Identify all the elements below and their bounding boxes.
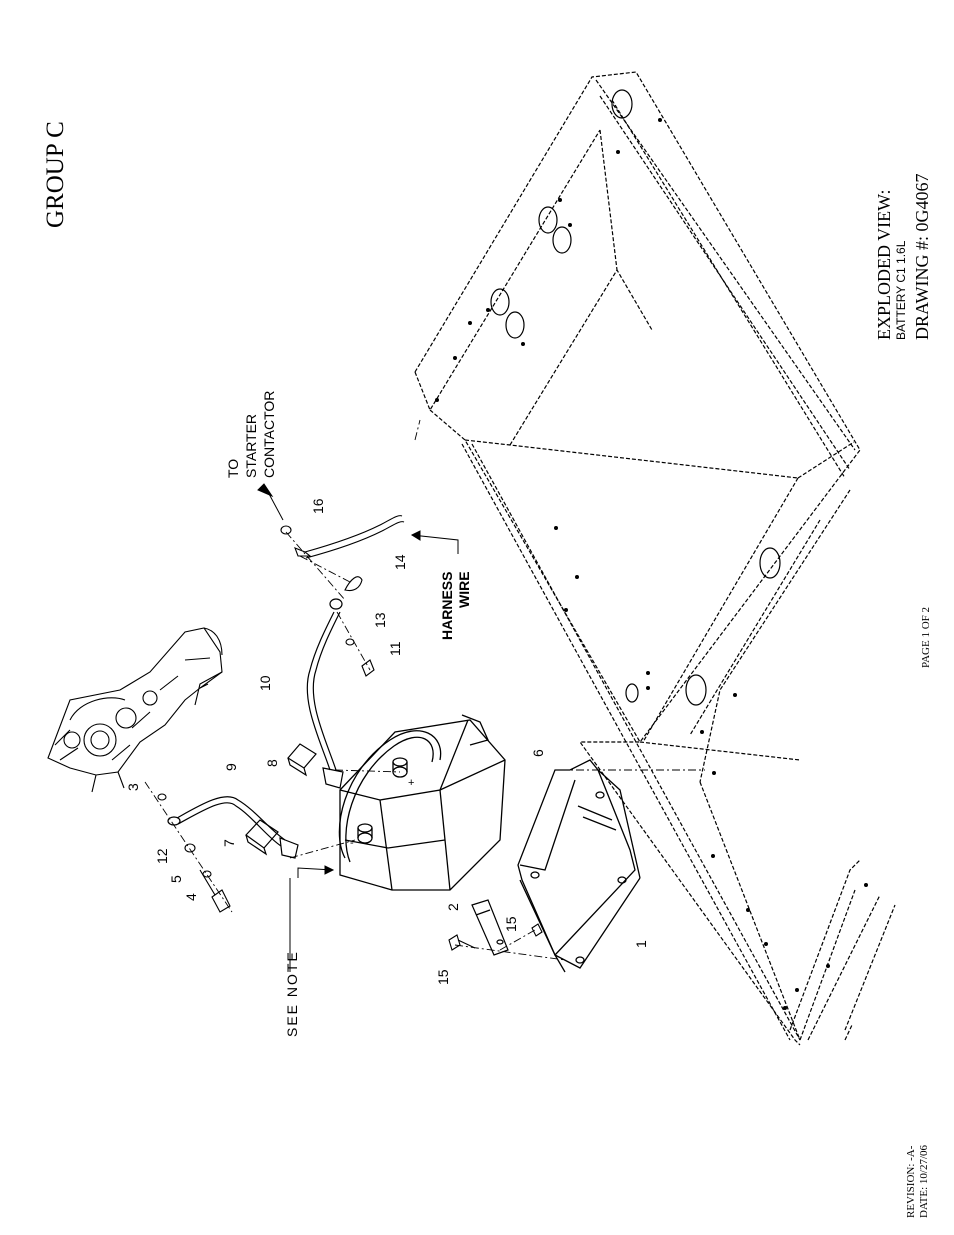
- harness-wire-line: HARNESS: [439, 572, 455, 640]
- positive-battery-cable: [306, 598, 344, 789]
- callout-leaders: [257, 483, 459, 972]
- negative-terminal-sign: -: [350, 837, 354, 849]
- part-number: 10: [257, 675, 273, 691]
- terminal-boots: [245, 743, 317, 856]
- part-number: 14: [392, 554, 408, 570]
- part-number: 12: [154, 848, 170, 864]
- part-number: 11: [387, 641, 403, 656]
- part-number: 8: [264, 759, 280, 767]
- to-starter-line: STARTER: [243, 414, 259, 478]
- tray-bolts: [448, 923, 543, 951]
- part-number: 16: [310, 498, 326, 514]
- battery: + -: [338, 714, 506, 891]
- part-number: 7: [221, 839, 237, 847]
- part-number: 1: [633, 940, 649, 948]
- to-starter-line: TO: [225, 459, 241, 478]
- hold-down-bracket: [471, 899, 509, 956]
- part-number: 4: [183, 893, 199, 901]
- engine-block-illustration: [47, 627, 223, 793]
- starter-hardware: [280, 515, 405, 677]
- part-number-labels: 1 2 3 4 5 6 7 8 9 10 11 12 13 14 15 15 1…: [125, 498, 649, 985]
- negative-battery-cable: [167, 796, 299, 859]
- to-starter-line: CONTACTOR: [261, 391, 277, 478]
- assembly-centerlines: [144, 419, 705, 961]
- generator-base-frame: [414, 71, 896, 1046]
- part-number: 9: [223, 763, 239, 771]
- part-number: 3: [125, 783, 141, 791]
- see-note-label: SEE NOTE: [284, 950, 300, 1037]
- harness-wire-line: WIRE: [456, 571, 472, 608]
- ground-hardware: [157, 793, 231, 913]
- positive-terminal-sign: +: [408, 777, 414, 789]
- callout-text: TO STARTER CONTACTOR HARNESS WIRE SEE NO…: [225, 391, 472, 1037]
- part-number: 5: [168, 875, 184, 883]
- battery-tray: [517, 759, 641, 973]
- part-number: 15: [503, 916, 519, 932]
- part-number: 2: [445, 903, 461, 911]
- part-number: 6: [530, 749, 546, 757]
- part-number: 13: [372, 612, 388, 628]
- part-number: 15: [435, 969, 451, 985]
